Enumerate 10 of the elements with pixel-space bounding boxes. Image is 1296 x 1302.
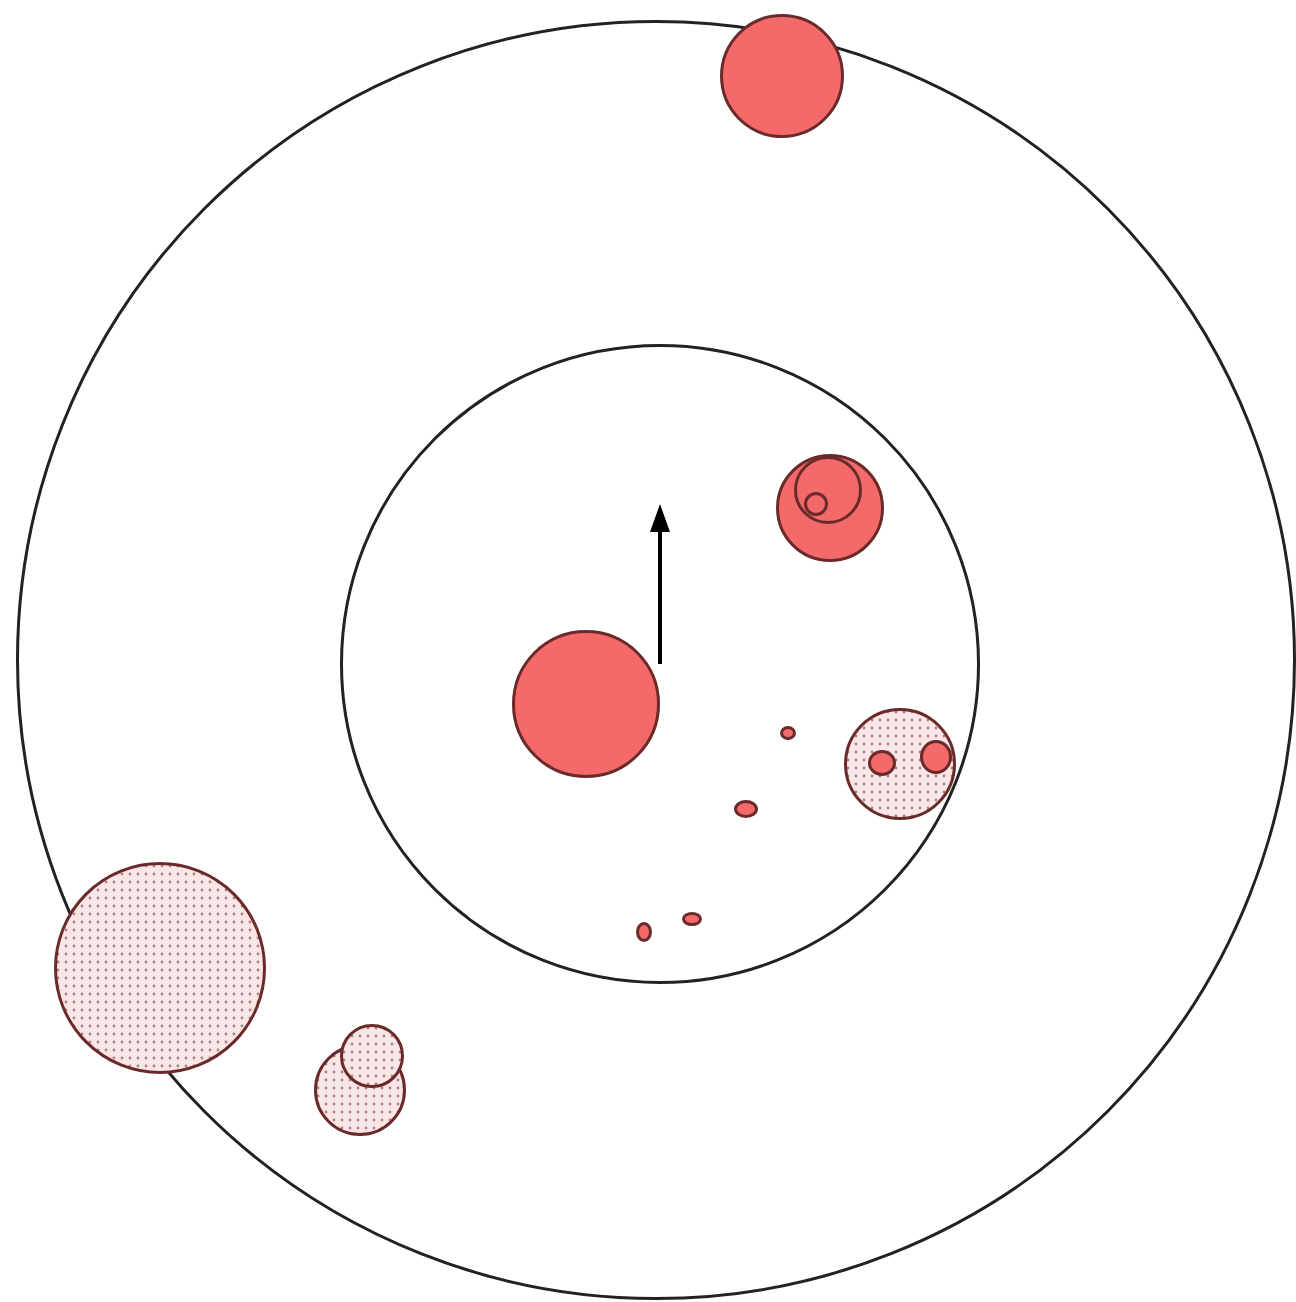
circle-shape	[734, 799, 758, 817]
circle-shape	[340, 344, 980, 984]
circle-shape	[844, 708, 956, 820]
circle-shape	[340, 1024, 404, 1088]
circle-shape	[636, 922, 652, 942]
circle-shape	[794, 456, 862, 524]
circle-shape	[512, 630, 660, 778]
circle-shape	[776, 454, 884, 562]
circle-shape	[682, 911, 702, 925]
circle-shape	[780, 725, 796, 739]
